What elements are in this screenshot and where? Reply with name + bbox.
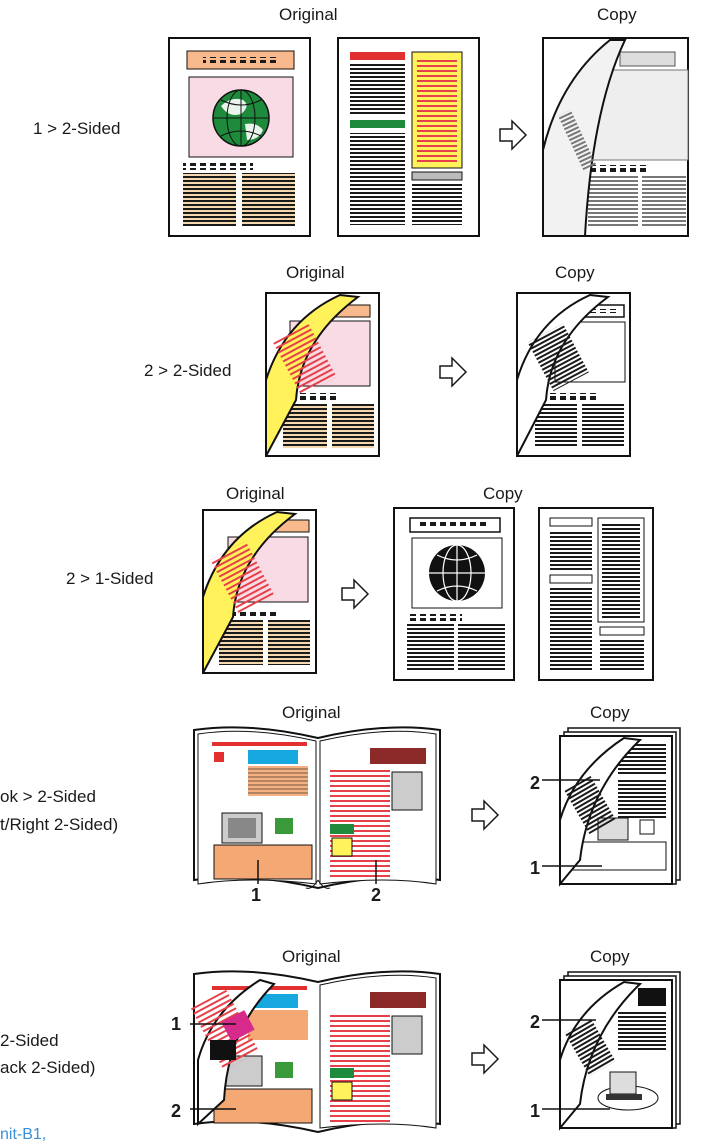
original-page-front (169, 38, 310, 236)
copy-page-duplex (543, 38, 688, 236)
arrow-icon (472, 801, 498, 829)
copy-booklet (542, 972, 680, 1128)
original-book-spread (194, 727, 440, 888)
original-page-duplex (266, 293, 379, 456)
copy-booklet (542, 728, 680, 884)
copy-page-front (394, 508, 514, 680)
arrow-icon (500, 121, 526, 149)
arrow-icon (472, 1045, 498, 1073)
original-page-back (338, 38, 479, 236)
arrow-icon (440, 358, 466, 386)
original-book-spread (190, 971, 440, 1132)
copy-page-back (539, 508, 653, 680)
copy-page-duplex (517, 293, 630, 456)
original-page-duplex (203, 510, 316, 673)
arrow-icon (342, 580, 368, 608)
